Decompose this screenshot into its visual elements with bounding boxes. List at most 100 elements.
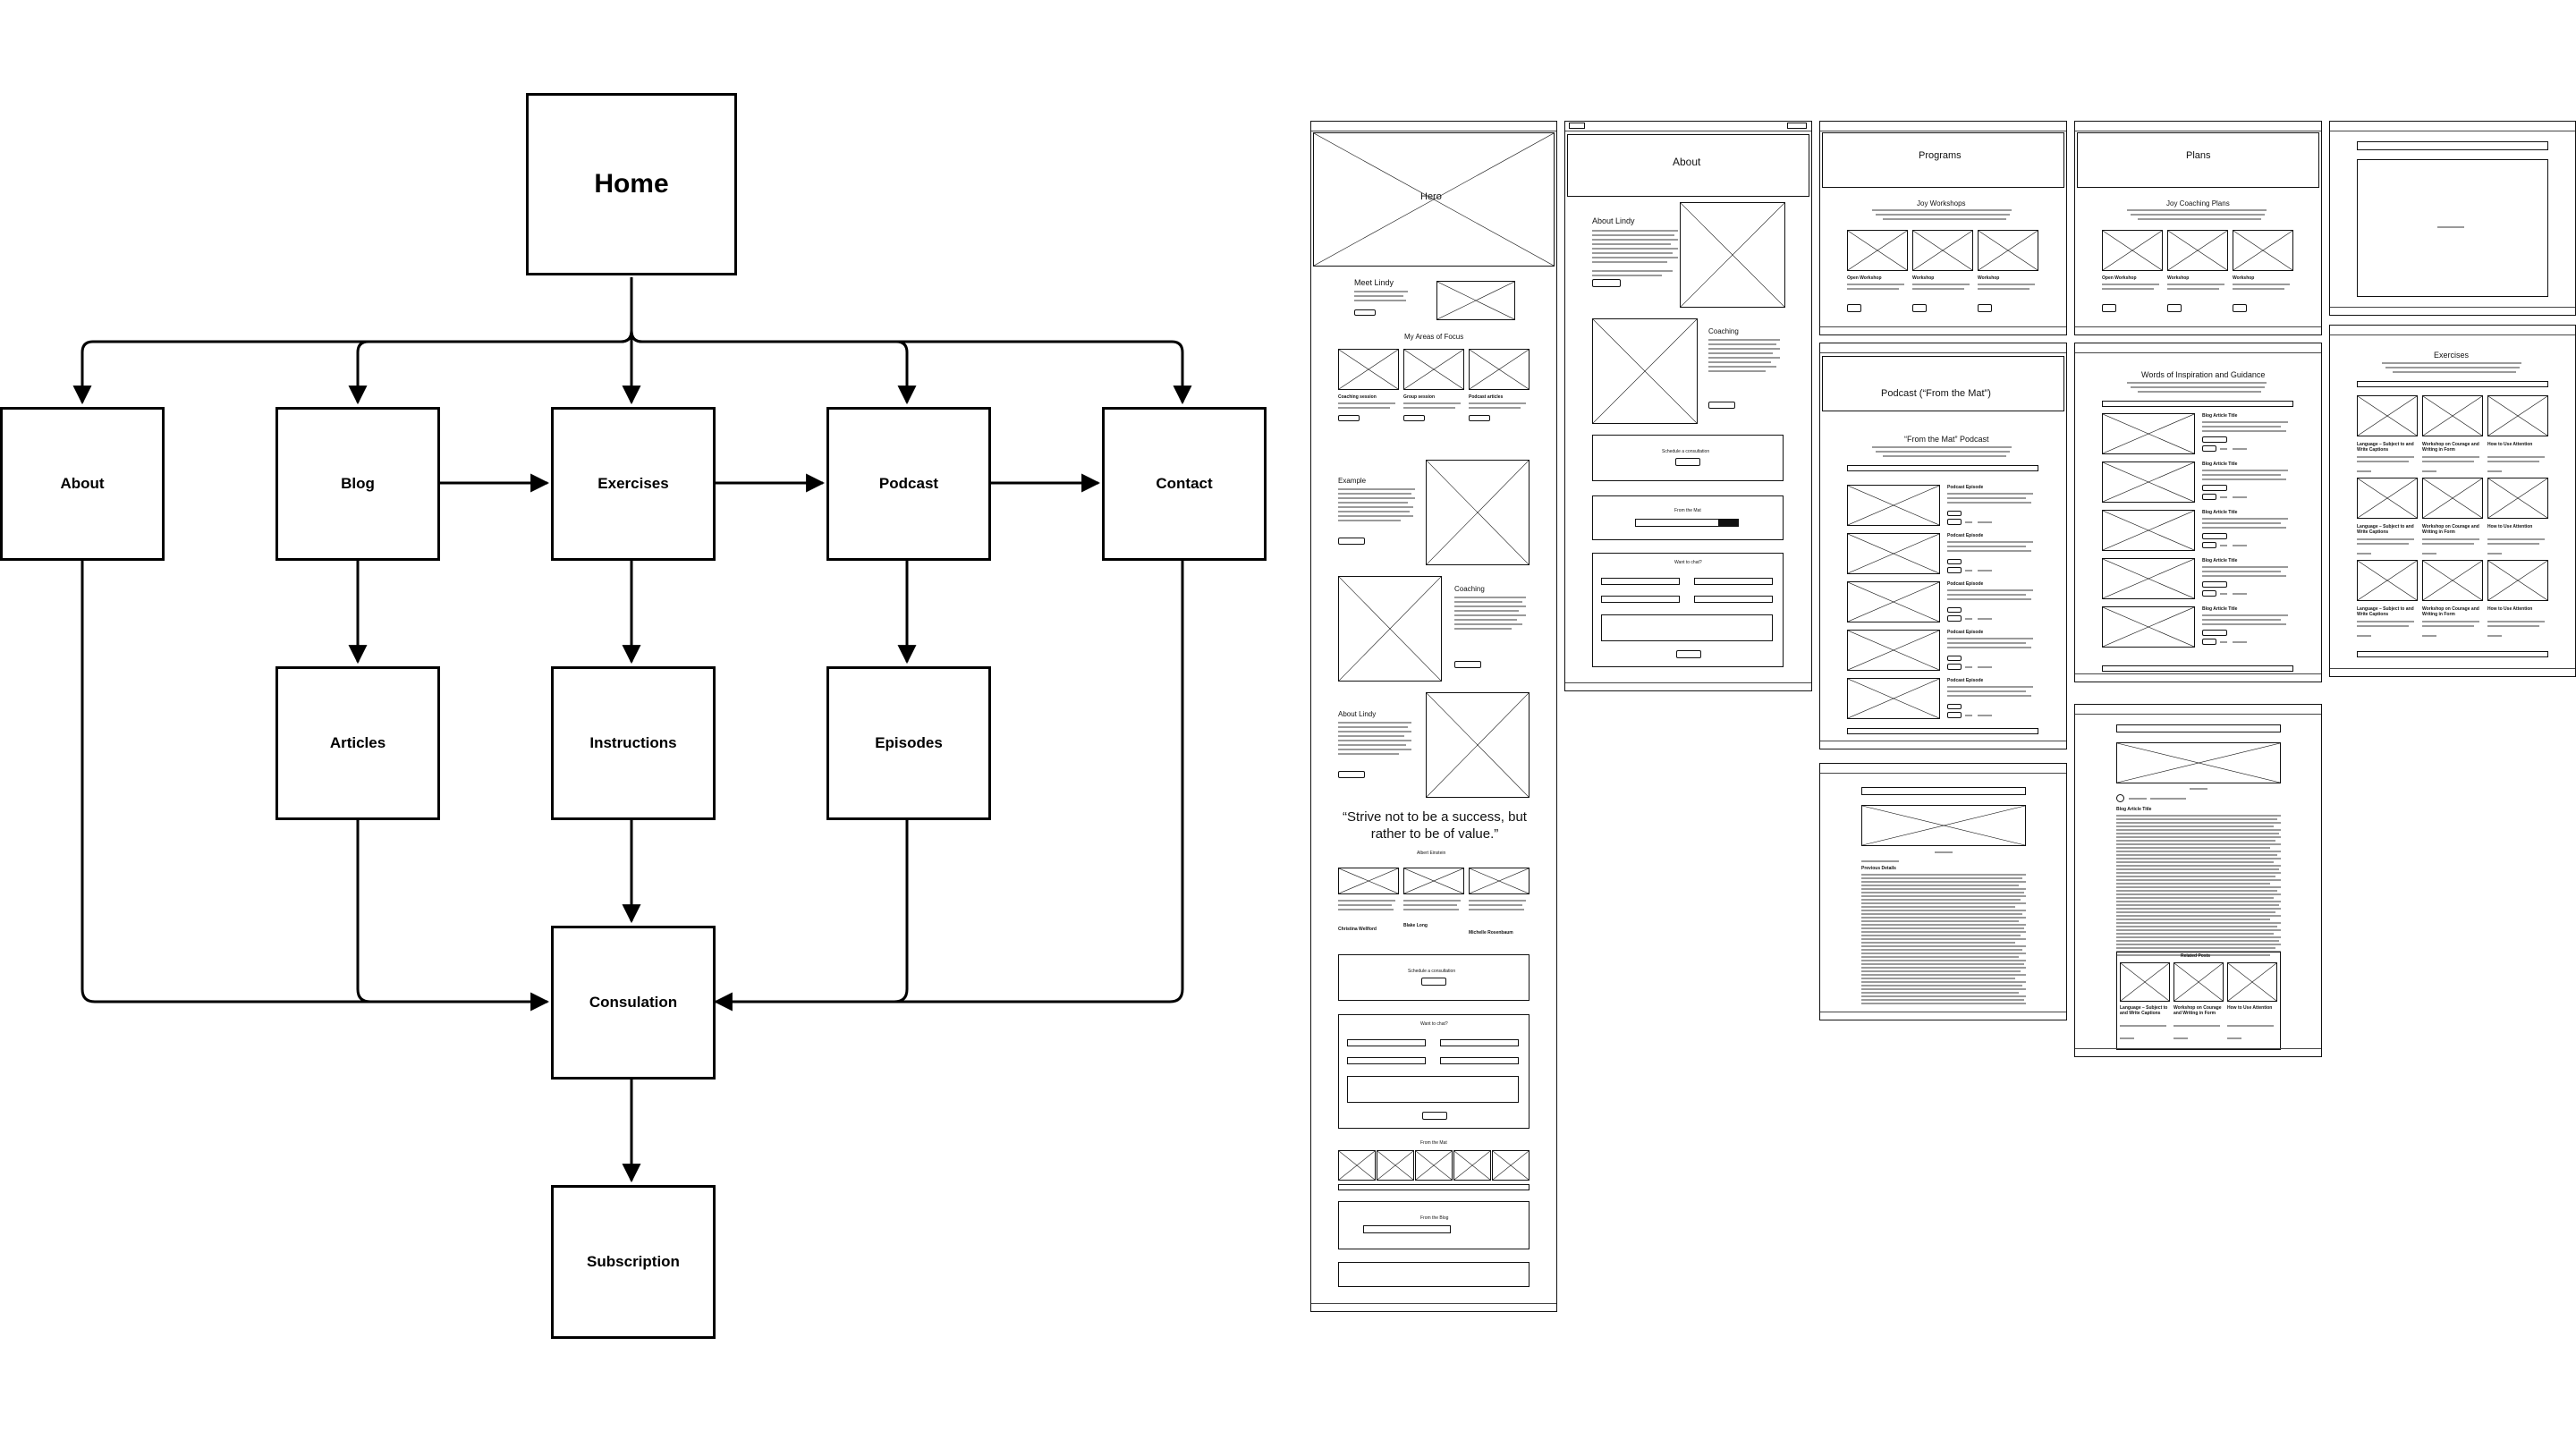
article-image: [1861, 805, 2026, 846]
wf-nav-bar: [2075, 343, 2321, 353]
podcast-play-button-4[interactable]: [1947, 656, 1962, 661]
edge-home-blog: [348, 330, 633, 405]
form-phone[interactable]: [1440, 1057, 1519, 1064]
mat-submit-button[interactable]: [1719, 519, 1739, 527]
program-image-1: [1847, 230, 1908, 271]
wf-footer: [2075, 673, 2321, 682]
exercise-title-8: Workshop on Courage and Writing in Form: [2422, 606, 2479, 617]
program-label-1: Open Workshop: [1847, 275, 1882, 281]
blog-article-title: Blog Article Title: [2116, 807, 2152, 812]
form-last-name[interactable]: [1694, 578, 1773, 585]
instructions-node: Instructions: [551, 666, 716, 820]
program-image-2: [1912, 230, 1973, 271]
schedule-box: [1592, 435, 1784, 481]
blog-title: Words of Inspiration and Guidance: [2141, 370, 2266, 379]
podcast-subtitle: “From the Mat” Podcast: [1904, 435, 1989, 444]
articles-node: Articles: [275, 666, 440, 820]
blog-node: Blog: [275, 407, 440, 561]
quote-text: “Strive not to be a success, but rather …: [1343, 809, 1527, 842]
related-title-3: How to Use Attention: [2227, 1005, 2273, 1011]
contact-form: [1338, 1014, 1530, 1129]
form-first-name[interactable]: [1347, 1039, 1426, 1046]
home-node: Home: [526, 93, 737, 275]
form-submit[interactable]: [1676, 650, 1701, 658]
form-last-name[interactable]: [1440, 1039, 1519, 1046]
mat-image-3: [1415, 1150, 1453, 1181]
schedule-button[interactable]: [1421, 978, 1446, 986]
podcast-play-button-3[interactable]: [1947, 607, 1962, 613]
related-image-3: [2227, 962, 2277, 1002]
edge-contact-consulation: [713, 561, 1184, 1012]
related-posts-box: [2116, 952, 2281, 1050]
focus-item-3: Podcast articles: [1469, 394, 1504, 400]
mat-email-input[interactable]: [1635, 519, 1719, 527]
wireframe-home: Hero Meet Lindy My Areas of Focus Coachi…: [1310, 121, 1557, 1312]
wf-footer: [1820, 326, 2066, 334]
article-section-heading: Previous Details: [1861, 866, 1896, 871]
coaching-image: [1592, 318, 1698, 424]
related-title-2: Workshop on Courage and Writing in Form: [2174, 1005, 2222, 1016]
contact-form: [1592, 553, 1784, 667]
form-email[interactable]: [1347, 1057, 1426, 1064]
podcast-episode-title-4: Podcast Episode: [1947, 630, 1984, 635]
blog-read-button-4[interactable]: [2202, 581, 2227, 588]
podcast-play-button-2[interactable]: [1947, 559, 1962, 564]
podcast-episode-image-2: [1847, 533, 1940, 574]
coaching-heading: Coaching: [1708, 327, 1739, 335]
exercise-image-2: [2422, 395, 2483, 436]
hero-image-placeholder: [1313, 132, 1555, 267]
wf-nav-bar: [1820, 764, 2066, 774]
exercise-image-5: [2422, 478, 2483, 519]
podcast-episode-title-2: Podcast Episode: [1947, 533, 1984, 538]
form-first-name[interactable]: [1601, 578, 1680, 585]
plan-image-2: [2167, 230, 2228, 271]
plan-label-3: Workshop: [2233, 275, 2255, 281]
exercise-title-2: Workshop on Courage and Writing in Form: [2422, 442, 2479, 453]
schedule-button[interactable]: [1675, 458, 1700, 466]
mat-image-2: [1377, 1150, 1414, 1181]
blog-read-button-5[interactable]: [2202, 630, 2227, 636]
wf-footer: [2075, 326, 2321, 334]
programs-title: Programs: [1919, 150, 1962, 161]
form-submit[interactable]: [1422, 1112, 1447, 1120]
exercise-title-3: How to Use Attention: [2487, 442, 2533, 447]
blog-post-title-2: Blog Article Title: [2202, 461, 2238, 467]
exercise-title-6: How to Use Attention: [2487, 524, 2533, 529]
form-phone[interactable]: [1694, 596, 1773, 603]
podcast-episode-title-1: Podcast Episode: [1947, 485, 1984, 490]
podcast-episode-title-5: Podcast Episode: [1947, 678, 1984, 683]
about-title: About: [1673, 156, 1701, 168]
about-title-box: [1567, 134, 1809, 197]
wf-nav-bar: [2330, 326, 2575, 335]
focus-heading: My Areas of Focus: [1404, 333, 1464, 341]
wireframe-article: Previous Details: [1819, 763, 2067, 1020]
blog-post-image-3: [2102, 510, 2195, 551]
form-message[interactable]: [1347, 1076, 1519, 1103]
exercise-image-1: [2357, 395, 2418, 436]
wf-nav-bar: [1311, 122, 1556, 131]
wf-footer: [1820, 1012, 2066, 1020]
meet-heading: Meet Lindy: [1354, 278, 1394, 287]
blog-search-input[interactable]: [1363, 1225, 1451, 1233]
meet-image-placeholder: [1436, 281, 1515, 320]
form-email[interactable]: [1601, 596, 1680, 603]
podcast-play-button-1[interactable]: [1947, 511, 1962, 516]
blog-article-image: [2116, 742, 2281, 783]
podcast-episode-image-5: [1847, 678, 1940, 719]
plan-label-1: Open Workshop: [2102, 275, 2137, 281]
podcast-node: Podcast: [826, 407, 991, 561]
exercise-title-1: Language – Subject to and Write Captions: [2357, 442, 2414, 453]
testimonial-name-2: Blake Long: [1403, 923, 1428, 928]
exercise-image-4: [2357, 478, 2418, 519]
subscribe-box: [1338, 1262, 1530, 1287]
form-message[interactable]: [1601, 614, 1773, 641]
programs-subtitle: Joy Workshops: [1917, 199, 1966, 207]
podcast-play-button-5[interactable]: [1947, 704, 1962, 709]
blog-read-button-3[interactable]: [2202, 533, 2227, 539]
exercises-title: Exercises: [2434, 351, 2470, 360]
blog-read-button-2[interactable]: [2202, 485, 2227, 491]
edge-about-consulation: [80, 561, 550, 1012]
from-blog-heading: From the Blog: [1420, 1215, 1449, 1221]
blog-read-button-1[interactable]: [2202, 436, 2227, 443]
about-lindy-image: [1680, 202, 1785, 308]
